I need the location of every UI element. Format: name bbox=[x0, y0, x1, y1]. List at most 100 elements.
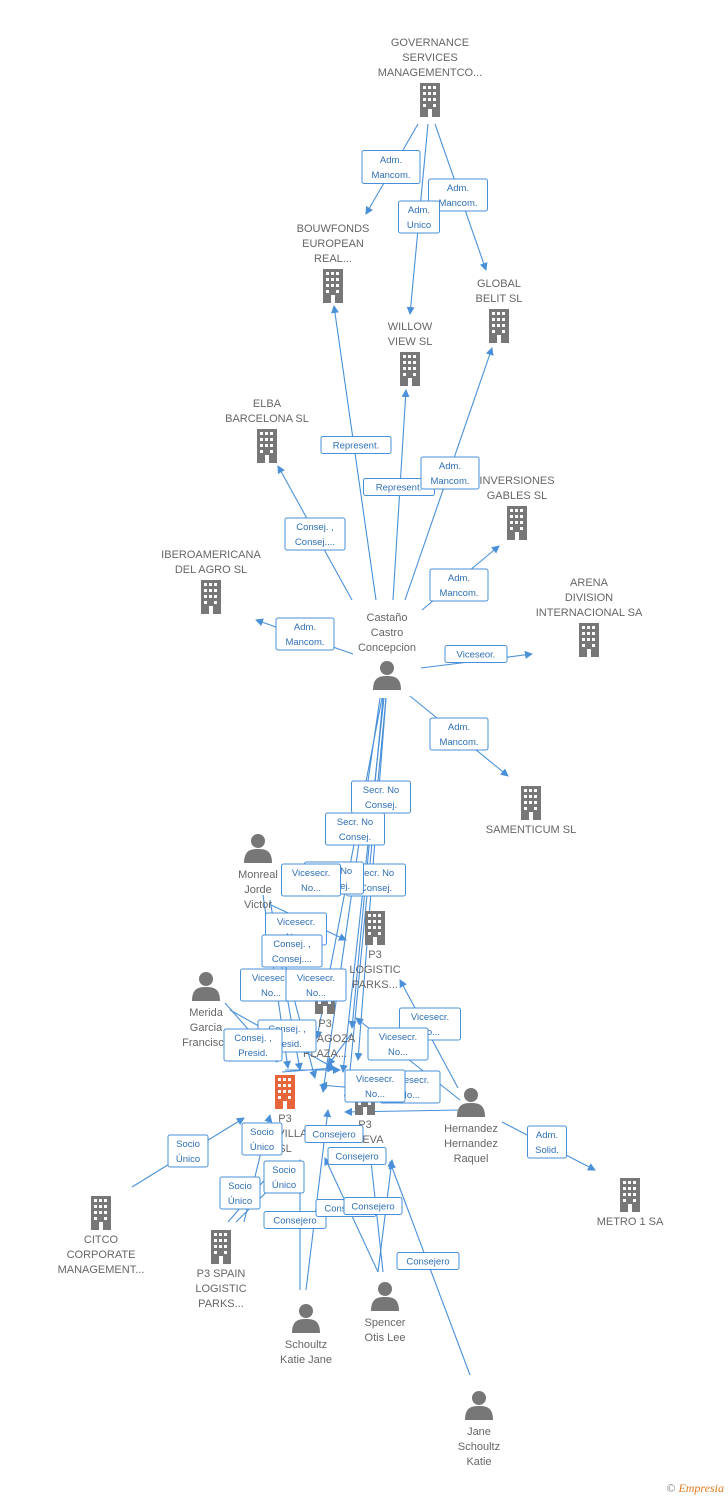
building-icon bbox=[420, 83, 440, 117]
relation-label[interactable]: Adm. Mancom. bbox=[361, 150, 421, 184]
relation-text: No... bbox=[306, 988, 326, 999]
relation-label[interactable]: Vicesecr.No... bbox=[281, 863, 341, 897]
relation-label[interactable]: Vicesecr. No... bbox=[285, 968, 347, 1002]
node-label: Castaño bbox=[367, 612, 408, 624]
node-governance[interactable]: GOVERNANCESERVICESMANAGEMENTCO... bbox=[378, 37, 483, 117]
relation-box bbox=[275, 617, 335, 651]
relation-box bbox=[527, 1125, 567, 1159]
relation-text: Consej.... bbox=[295, 537, 335, 548]
relation-text: Único bbox=[228, 1196, 252, 1207]
node-inversiones[interactable]: INVERSIONES GABLES SL bbox=[479, 475, 555, 540]
relation-label[interactable]: Consej. ,Consej.... bbox=[261, 934, 323, 968]
person-icon bbox=[371, 1282, 399, 1311]
node-label: Katie bbox=[466, 1456, 491, 1468]
node-label: SAMENTICUM SL bbox=[486, 824, 576, 836]
relation-label[interactable]: Consejero bbox=[343, 1197, 403, 1215]
relation-label[interactable]: Adm. Mancom. bbox=[420, 456, 480, 490]
node-p3spain[interactable]: P3 SPAINLOGISTICPARKS... bbox=[195, 1230, 247, 1310]
relation-text: Socio bbox=[228, 1181, 252, 1192]
relation-text: Adm. bbox=[380, 155, 402, 166]
node-samenticum[interactable]: SAMENTICUM SL bbox=[486, 786, 576, 836]
node-label: WILLOW bbox=[388, 321, 433, 333]
relation-text: Único bbox=[176, 1154, 200, 1165]
node-label: Victor bbox=[244, 899, 272, 911]
node-label: Raquel bbox=[454, 1153, 489, 1165]
relation-label[interactable]: Adm.Mancom. bbox=[428, 178, 488, 212]
relation-label[interactable]: Adm.Mancom. bbox=[429, 717, 489, 751]
node-label: P3 bbox=[318, 1018, 331, 1030]
relation-text: Adm. bbox=[439, 461, 461, 472]
relation-label[interactable]: Adm. Mancom. bbox=[429, 568, 489, 602]
node-global[interactable]: GLOBAL BELIT SL bbox=[476, 278, 523, 343]
relation-text: Consej. , bbox=[268, 1024, 306, 1035]
relation-text: Viceseor. bbox=[457, 650, 496, 661]
relation-label[interactable]: Consej. ,Presid. bbox=[223, 1028, 283, 1062]
node-label: Otis Lee bbox=[365, 1332, 406, 1344]
node-label: ARENA bbox=[570, 577, 609, 589]
node-citco[interactable]: CITCOCORPORATEMANAGEMENT... bbox=[58, 1196, 145, 1276]
node-label: EUROPEAN bbox=[302, 238, 364, 250]
relation-label[interactable]: Consejero bbox=[396, 1252, 460, 1270]
relation-text: Mancom. bbox=[430, 476, 469, 487]
node-label: IBEROAMERICANA bbox=[161, 549, 261, 561]
relation-label[interactable]: Consejero bbox=[304, 1125, 364, 1143]
relation-text: Secr. No bbox=[337, 817, 373, 828]
relation-box bbox=[343, 1197, 403, 1215]
relation-text: Mancom. bbox=[439, 588, 478, 599]
node-label: Castro bbox=[371, 627, 403, 639]
relation-box bbox=[444, 645, 508, 663]
relation-text: Consej. , bbox=[234, 1033, 272, 1044]
node-label: ELBA bbox=[253, 398, 282, 410]
relation-text: Adm. bbox=[294, 622, 316, 633]
relation-text: Represent. bbox=[333, 441, 379, 452]
relation-text: Vicesecr. bbox=[297, 973, 335, 984]
relation-label[interactable]: Vicesecr.No... bbox=[367, 1027, 429, 1061]
node-label: GLOBAL bbox=[477, 278, 521, 290]
node-label: GABLES SL bbox=[487, 490, 548, 502]
node-label: BELIT SL bbox=[476, 293, 523, 305]
relation-label[interactable]: Adm.Mancom. bbox=[275, 617, 335, 651]
relation-label[interactable]: Vicesecr.No... bbox=[344, 1069, 406, 1103]
relation-label[interactable]: Represent. bbox=[320, 436, 392, 454]
building-icon bbox=[257, 429, 277, 463]
person-icon bbox=[192, 972, 220, 1001]
relation-label[interactable]: Adm.Unico bbox=[398, 200, 440, 234]
relation-text: Unico bbox=[407, 220, 431, 231]
relation-label[interactable]: Consejero bbox=[263, 1211, 327, 1229]
relation-label[interactable]: Consej. ,Consej.... bbox=[284, 517, 346, 551]
relation-edge bbox=[343, 697, 387, 1103]
relations-layer: Adm.Mancom.Adm.Mancom.Adm.UnicoRepresent… bbox=[167, 150, 567, 1270]
building-icon bbox=[507, 506, 527, 540]
relation-box bbox=[263, 1211, 327, 1229]
node-bouwfonds[interactable]: BOUWFONDSEUROPEANREAL... bbox=[297, 223, 370, 303]
node-label: INVERSIONES bbox=[479, 475, 554, 487]
relation-label[interactable]: Consejero bbox=[327, 1147, 387, 1165]
building-icon bbox=[521, 786, 541, 820]
node-p3logistic[interactable]: P3LOGISTICPARKS... bbox=[349, 911, 401, 991]
relation-text: Adm. bbox=[448, 573, 470, 584]
brand-name: Empresia bbox=[678, 1481, 724, 1495]
relation-label[interactable]: Viceseor. bbox=[444, 645, 508, 663]
relation-text: Mancom. bbox=[371, 170, 410, 181]
node-metro[interactable]: METRO 1 SA bbox=[597, 1178, 664, 1228]
relation-box bbox=[396, 1252, 460, 1270]
relation-label[interactable]: Adm.Solid. bbox=[527, 1125, 567, 1159]
